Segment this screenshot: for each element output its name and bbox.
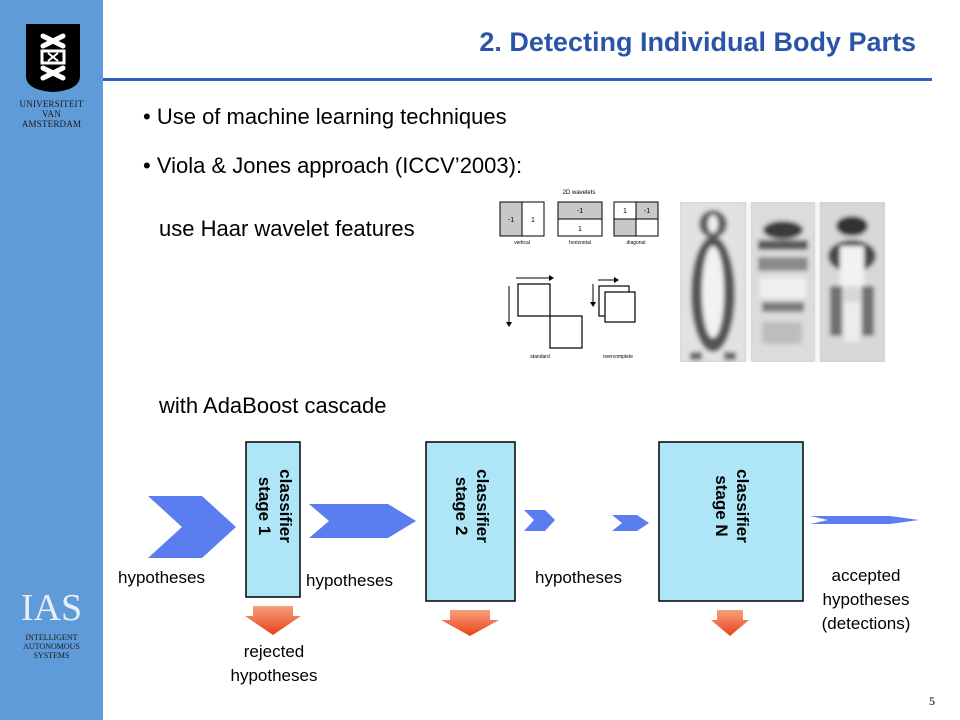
university-line-1: UNIVERSITEIT [19,99,84,109]
reject-arrow-n [711,610,749,636]
hypotheses-arrow-2 [309,504,416,538]
wavelet-value: 1 [578,226,582,233]
feature-image-1 [680,202,746,362]
accepted-line-3: (detections) [821,614,911,633]
feature-image-3 [820,202,885,362]
wavelet-cell [521,201,545,237]
bullet-text: Viola & Jones approach (ICCV’2003): [156,153,523,178]
tile-square [549,315,583,349]
tile-square [604,291,636,323]
hypotheses-label-2: hypotheses [306,571,393,590]
wavelet-value: -1 [577,208,583,215]
haar-feature-images [680,202,885,362]
accepted-arrow [810,516,919,524]
slide-title: 2. Detecting Individual Body Parts [479,27,916,57]
title-divider [103,78,932,81]
wavelet-value: -1 [644,208,650,215]
hypotheses-label-1: hypotheses [118,568,205,587]
feature-image-2 [751,202,815,362]
tile-square [517,283,551,317]
wavelet-caption: 2D wavelets [563,190,596,196]
page-number: 5 [929,694,935,708]
university-logo [26,24,80,92]
stage-2-line-2: stage 2 [452,477,471,536]
classifier-stage-2-box [425,441,516,602]
arrow-head-icon [506,322,512,327]
stage-2-line-1: classifier [473,469,492,543]
wavelet-value: 1 [623,208,627,215]
tile-label: standard [530,354,550,360]
hypotheses-label-3: hypotheses [535,568,622,587]
university-line-3: AMSTERDAM [21,119,82,129]
ias-sub-line-1: INTELLIGENT [25,633,78,642]
haar-wavelet-figure: 2D wavelets -1 1 vertical -1 1 horizonta… [499,190,659,360]
arrow-head-icon [614,277,619,283]
sidebar: UNIVERSITEIT VAN AMSTERDAM IAS INTELLIGE… [0,0,103,720]
rejected-line-1: rejected [243,642,305,661]
accepted-line-1: accepted [831,566,901,585]
wavelet-value: 1 [531,217,535,224]
stage-n-line-2: stage N [712,475,731,536]
wavelet-value: -1 [508,217,514,224]
stage-1-line-2: stage 1 [255,477,274,536]
accepted-line-2: hypotheses [822,590,910,609]
university-name: UNIVERSITEIT VAN AMSTERDAM [0,99,103,129]
arrow-head-icon [590,302,596,307]
rejected-line-2: hypotheses [230,666,318,685]
accepted-label: accepted hypotheses (detections) [806,564,926,636]
wavelet-label: diagonal [627,240,646,246]
reject-arrow-2 [441,610,499,636]
wavelet-cell [613,218,637,237]
haar-text: use Haar wavelet features [159,216,415,241]
ias-sub-line-3: SYSTEMS [33,651,70,660]
wavelet-label: vertical [514,240,530,246]
bullet-text: Use of machine learning techniques [156,104,507,129]
wavelet-label: horizontal [569,240,591,246]
hypotheses-arrow-4 [612,515,649,531]
arrow-head-icon [549,275,554,281]
classifier-stage-n-box [658,441,804,602]
tile-label: overcomplete [603,354,633,360]
adaboost-text: with AdaBoost cascade [159,393,387,418]
stage-n-label: classifier stage N [712,469,752,543]
ias-logo-text: IAS [20,587,83,629]
wavelet-cell [635,218,659,237]
ias-sub-line-2: AUTONOMOUS [23,642,80,651]
adaboost-cascade-diagram: classifier stage 1 classifier stage 2 cl… [148,441,919,636]
reject-arrow-1 [245,606,301,635]
bullet-item: • Use of machine learning techniques [143,104,507,129]
bullet-item: • Viola & Jones approach (ICCV’2003): [143,153,523,178]
university-line-2: VAN [42,109,61,119]
stage-2-label: classifier stage 2 [452,469,492,543]
stage-1-line-1: classifier [276,469,295,543]
classifier-stage-1-box [245,441,301,598]
stage-1-label: classifier stage 1 [255,469,295,543]
hypotheses-arrow-1 [148,496,236,558]
stage-n-line-1: classifier [733,469,752,543]
hypotheses-arrow-3 [524,510,555,531]
rejected-label: rejected hypotheses [218,640,330,688]
ias-subtitle: INTELLIGENT AUTONOMOUS SYSTEMS [0,633,103,660]
wavelet-cell [557,218,603,237]
